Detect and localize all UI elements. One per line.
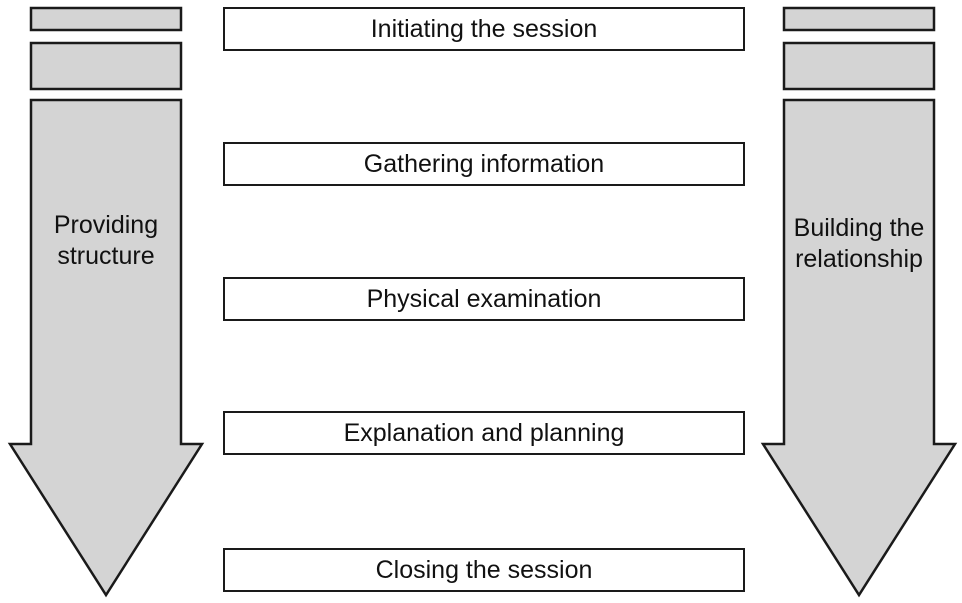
stage-physical-examination: Physical examination — [223, 277, 745, 321]
left-top-bar-large — [29, 41, 183, 91]
right-arrow-label-line2: relationship — [795, 245, 923, 273]
left-down-arrow — [7, 98, 205, 598]
left-arrow-label: Providing structure — [31, 210, 181, 272]
right-arrow-label-line1: Building the — [793, 214, 925, 242]
stage-explanation-planning: Explanation and planning — [223, 411, 745, 455]
stage-closing-session: Closing the session — [223, 548, 745, 592]
left-arrow-label-line2: structure — [57, 242, 155, 270]
right-top-bar-small — [782, 6, 936, 32]
stage-initiating-session: Initiating the session — [223, 7, 745, 51]
left-arrow-label-line1: Providing — [53, 211, 159, 239]
left-top-bar-small — [29, 6, 183, 32]
stage-gathering-information: Gathering information — [223, 142, 745, 186]
right-top-bar-large — [782, 41, 936, 91]
right-arrow-label: Building the relationship — [780, 213, 938, 275]
right-down-arrow — [760, 98, 958, 598]
